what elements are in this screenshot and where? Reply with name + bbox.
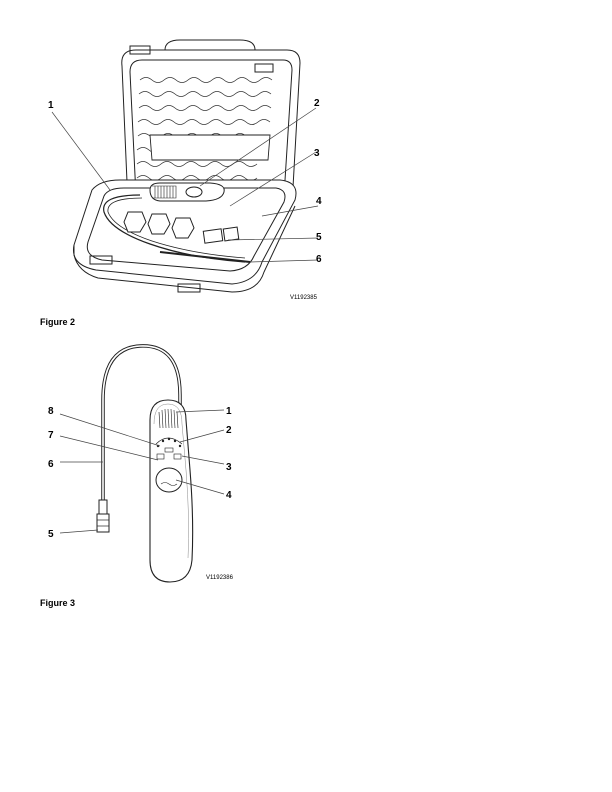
callout-4: 4 <box>316 196 322 207</box>
figure-2-case-illustration: 1 2 3 4 5 6 V1192385 <box>48 39 322 301</box>
callout-3: 3 <box>314 148 320 159</box>
callout-3: 3 <box>226 462 232 473</box>
figure-3-caption: Figure 3 <box>40 598 76 608</box>
callout-2: 2 <box>226 425 232 436</box>
callout-6: 6 <box>48 459 54 470</box>
callout-1: 1 <box>48 100 54 111</box>
callout-5: 5 <box>48 529 54 540</box>
figure-3-reference: V1192386 <box>206 575 234 581</box>
figure-2-callouts: 1 2 3 4 5 6 <box>48 98 322 265</box>
figure-2-reference: V1192385 <box>290 295 318 301</box>
callout-8: 8 <box>48 406 54 417</box>
figure-3-callouts: 1 2 3 4 5 6 7 8 <box>48 406 232 540</box>
figure-2-caption: Figure 2 <box>40 317 76 327</box>
callout-7: 7 <box>48 430 54 441</box>
callout-2: 2 <box>314 98 320 109</box>
callout-6: 6 <box>316 254 322 265</box>
callout-1: 1 <box>226 406 232 417</box>
callout-5: 5 <box>316 232 322 243</box>
callout-4: 4 <box>226 490 232 501</box>
